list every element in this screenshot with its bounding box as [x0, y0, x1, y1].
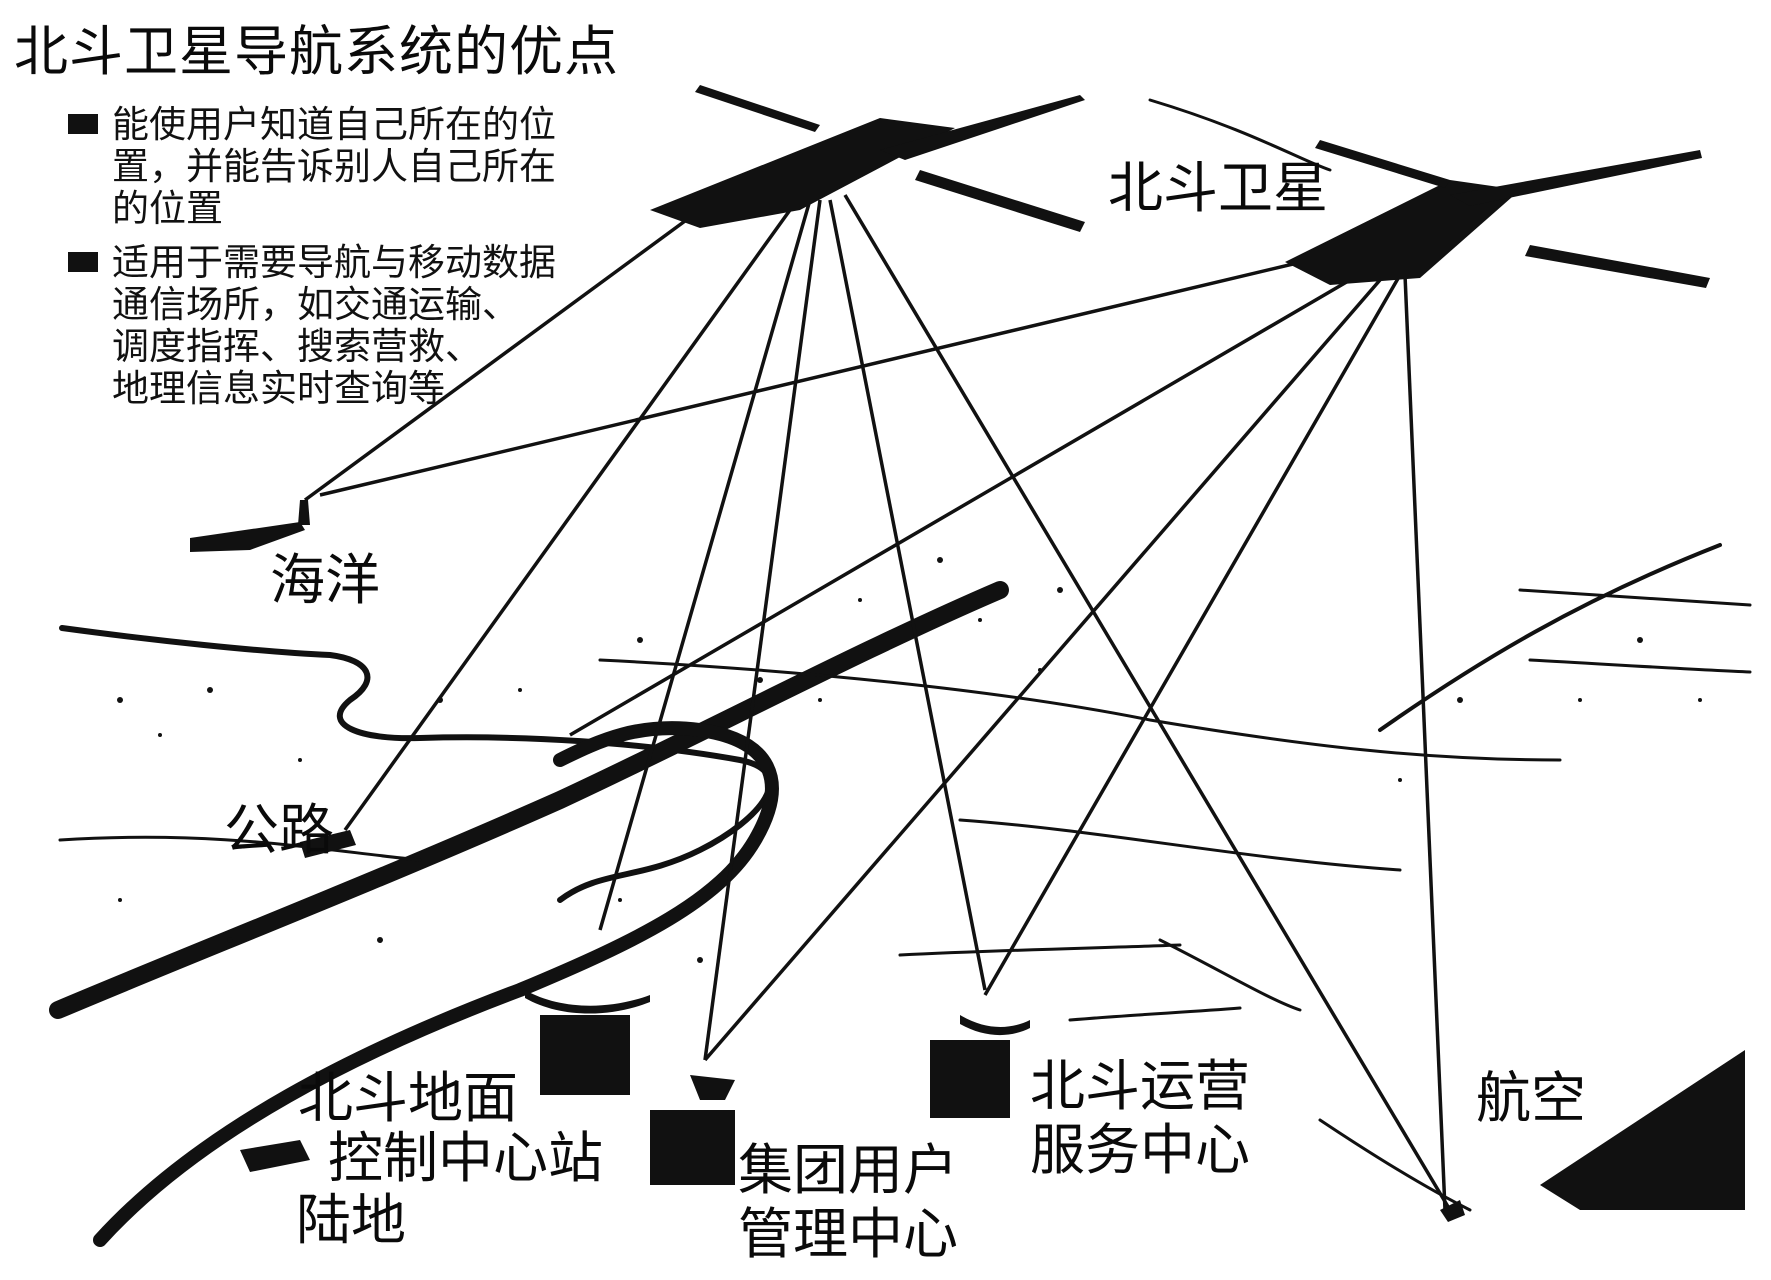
beam-sat1-aviation [843, 194, 1452, 1211]
stipple-dots [117, 557, 1702, 963]
satellite-label: 北斗卫星 [1108, 156, 1329, 220]
highway [49, 581, 1009, 1019]
beam-sat1-ground [598, 199, 812, 931]
beam-sat2-road [569, 278, 1351, 737]
satellite-1-body [650, 118, 955, 228]
advantage-2-line-2: 通信场所，如交通运输、 [112, 283, 519, 326]
ground-station-label-line1: 北斗地面 [298, 1066, 519, 1130]
terrain-line [1378, 543, 1722, 732]
advantage-2-line-1: 适用于需要导航与移动数据 [112, 241, 556, 284]
group-user-label-line2: 管理中心 [738, 1202, 959, 1266]
ocean-label: 海洋 [270, 548, 381, 612]
beam-sat2-group [703, 278, 1382, 1062]
antenna-icon [690, 1075, 735, 1100]
advantage-1-line-3: 的位置 [112, 187, 223, 230]
land-vehicle [240, 1140, 310, 1172]
terrain-line [1158, 938, 1302, 1012]
dish-icon [960, 1015, 1030, 1036]
satellite-1 [650, 85, 1085, 232]
terrain-line [1318, 1118, 1472, 1212]
advantage-2-line-3: 调度指挥、搜索营救、 [112, 325, 482, 368]
terrain-line [598, 658, 1562, 762]
satellite-2-panel [1315, 140, 1450, 188]
group-user-label-line1: 集团用户 [738, 1138, 959, 1202]
satellite-2-panel [1450, 150, 1702, 206]
bullet-icon [68, 252, 98, 272]
satellite-1-panel [915, 170, 1085, 232]
terrain-line [1068, 1006, 1242, 1022]
group-user-body [650, 1110, 735, 1185]
airport-hangar [1540, 1050, 1745, 1210]
page-title: 北斗卫星导航系统的优点 [14, 20, 619, 83]
ground-station-label-line2: 控制中心站 [328, 1126, 604, 1190]
satellite-2 [1285, 140, 1710, 288]
car [300, 830, 356, 858]
hangar-roof [1540, 1050, 1745, 1210]
ship-mast [298, 500, 310, 525]
terrain [49, 98, 1752, 1247]
group-user-building [650, 1075, 735, 1185]
land-label: 陆地 [296, 1188, 407, 1252]
terrain-line [1518, 588, 1752, 607]
operation-center-body [930, 1040, 1010, 1118]
beam-sat2-operate [983, 274, 1402, 996]
coastline [59, 625, 773, 903]
signal-beams [303, 194, 1452, 1211]
operation-center-label-line1: 北斗运营 [1030, 1054, 1251, 1118]
beam-sat1-group [703, 199, 822, 1061]
beam-sat1-road [343, 208, 792, 832]
satellite-2-panel [1525, 245, 1710, 288]
advantage-2-line-4: 地理信息实时查询等 [112, 367, 445, 410]
car-body [300, 830, 356, 858]
advantage-item-2: 适用于需要导航与移动数据 通信场所，如交通运输、 调度指挥、搜索营救、 地理信息… [68, 241, 612, 410]
beam-sat2-ocean [319, 258, 1311, 497]
advantage-item-1: 能使用户知道自己所在的位 置，并能告诉别人自己所在 的位置 [68, 103, 612, 230]
operation-center-label-line2: 服务中心 [1030, 1118, 1251, 1182]
airplane-icon [1440, 1200, 1465, 1222]
satellite-2-body [1285, 180, 1520, 285]
river [93, 721, 779, 1247]
satellite-1-panel [880, 95, 1085, 160]
terrain-line [898, 943, 1182, 957]
road-label: 公路 [224, 798, 335, 862]
bullet-icon [68, 114, 98, 134]
ground-station-body [540, 1015, 630, 1095]
advantage-1-line-2: 置，并能告诉别人自己所在 [112, 145, 556, 188]
land-vehicle-body [240, 1140, 310, 1172]
advantage-1-line-1: 能使用户知道自己所在的位 [112, 103, 556, 146]
dish-icon [525, 990, 650, 1014]
satellite-1-panel [695, 85, 820, 132]
ship-hull [190, 522, 305, 552]
operation-center-building [930, 1015, 1030, 1118]
terrain-line [1148, 98, 1332, 172]
terrain-line [958, 818, 1402, 872]
terrain-line [1528, 658, 1752, 674]
beam-sat2-aviation [1403, 274, 1447, 1211]
ground-station-building [525, 990, 650, 1095]
terrain-line [58, 835, 422, 862]
ship [190, 500, 310, 552]
beam-sat1-ocean [303, 208, 702, 502]
aviation-label: 航空 [1476, 1066, 1587, 1130]
beam-sat1-operate [828, 199, 987, 991]
